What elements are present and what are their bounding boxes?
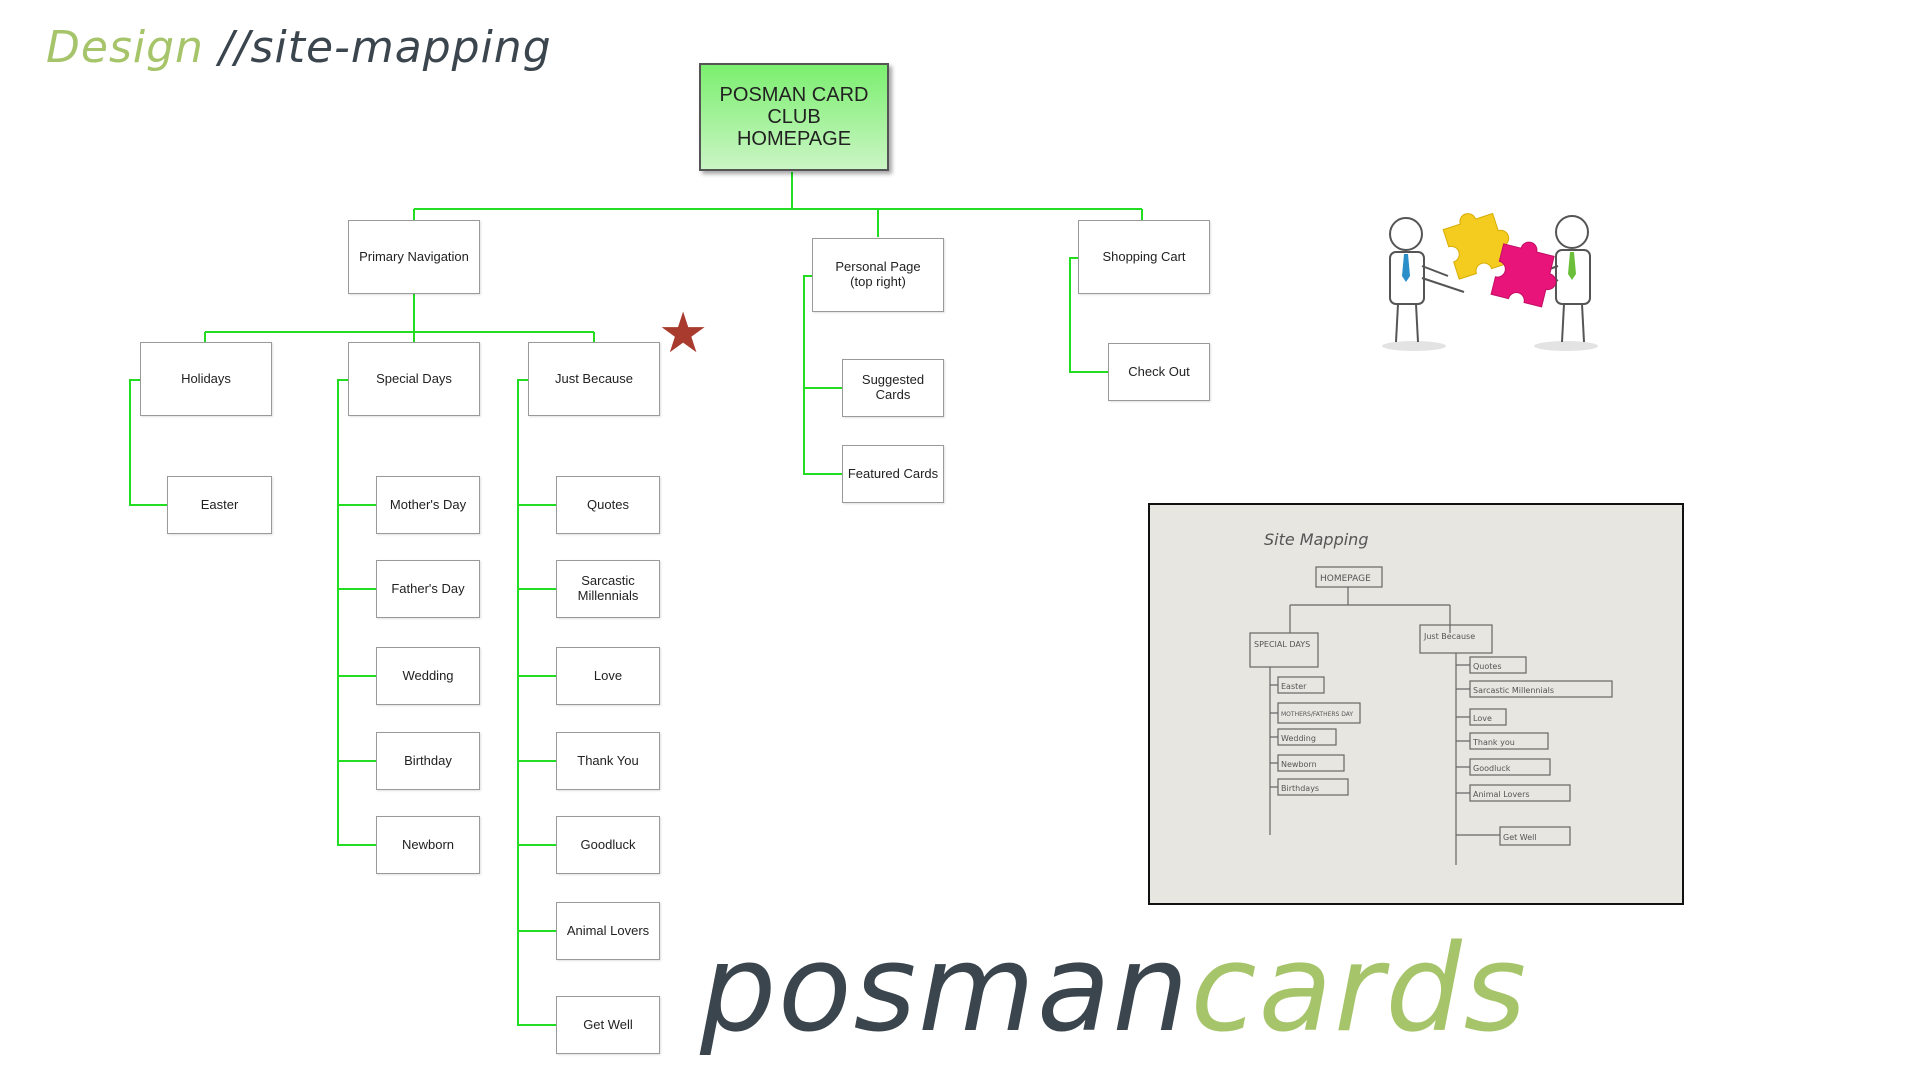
sketch-left-item: MOTHERS/FATHERS DAY (1281, 711, 1353, 718)
node-thank-you: Thank You (556, 732, 660, 790)
sketch-title: Site Mapping (1264, 530, 1368, 549)
node-special-days: Special Days (348, 342, 480, 416)
logo-posman: posman (700, 920, 1191, 1059)
sketch-special: SPECIAL DAYS (1254, 640, 1310, 649)
node-shopping-cart: Shopping Cart (1078, 220, 1210, 294)
sketch-left-item: Birthdays (1281, 784, 1319, 793)
node-get-well: Get Well (556, 996, 660, 1054)
sketch-right-item: Sarcastic Millennials (1473, 686, 1554, 695)
sketch-right-item: Goodluck (1473, 764, 1511, 773)
sketch-right-item: Love (1473, 714, 1492, 723)
node-newborn: Newborn (376, 816, 480, 874)
node-wedding: Wedding (376, 647, 480, 705)
sketch-right-item: Quotes (1473, 662, 1502, 671)
node-just-because: Just Because (528, 342, 660, 416)
sketch-photo: Site Mapping HOMEPAGE SPECIAL DAYS Just … (1148, 503, 1684, 905)
node-birthday: Birthday (376, 732, 480, 790)
node-personal-page: Personal Page (top right) (812, 238, 944, 312)
puzzle-people-illustration (1382, 212, 1598, 351)
node-holidays: Holidays (140, 342, 272, 416)
node-fathers-day: Father's Day (376, 560, 480, 618)
sketch-right-item: Get Well (1503, 833, 1537, 842)
node-primary-navigation: Primary Navigation (348, 220, 480, 294)
node-quotes: Quotes (556, 476, 660, 534)
node-goodluck: Goodluck (556, 816, 660, 874)
node-check-out: Check Out (1108, 343, 1210, 401)
node-suggested-cards: Suggested Cards (842, 359, 944, 417)
star-icon: ★ (658, 301, 709, 364)
sketch-right-item: Animal Lovers (1473, 790, 1530, 799)
node-sarcastic-millennials: Sarcastic Millennials (556, 560, 660, 618)
title-design: Design (46, 22, 219, 73)
sketch-just: Just Because (1423, 632, 1475, 641)
sketch-left-item: Easter (1281, 682, 1307, 691)
sketch-left-item: Wedding (1281, 734, 1316, 743)
node-featured-cards: Featured Cards (842, 445, 944, 503)
sketch-right-item: Thank you (1472, 738, 1515, 747)
title-site-mapping: //site-mapping (218, 22, 552, 73)
brand-logo: posmancards (700, 930, 1528, 1050)
node-homepage: POSMAN CARD CLUB HOMEPAGE (699, 63, 889, 171)
node-easter: Easter (167, 476, 272, 534)
node-animal-lovers: Animal Lovers (556, 902, 660, 960)
logo-cards: cards (1190, 920, 1529, 1059)
node-mothers-day: Mother's Day (376, 476, 480, 534)
sketch-home: HOMEPAGE (1320, 574, 1371, 584)
sketch-left-item: Newborn (1281, 760, 1317, 769)
node-love: Love (556, 647, 660, 705)
page-title: Design //site-mapping (46, 22, 552, 73)
